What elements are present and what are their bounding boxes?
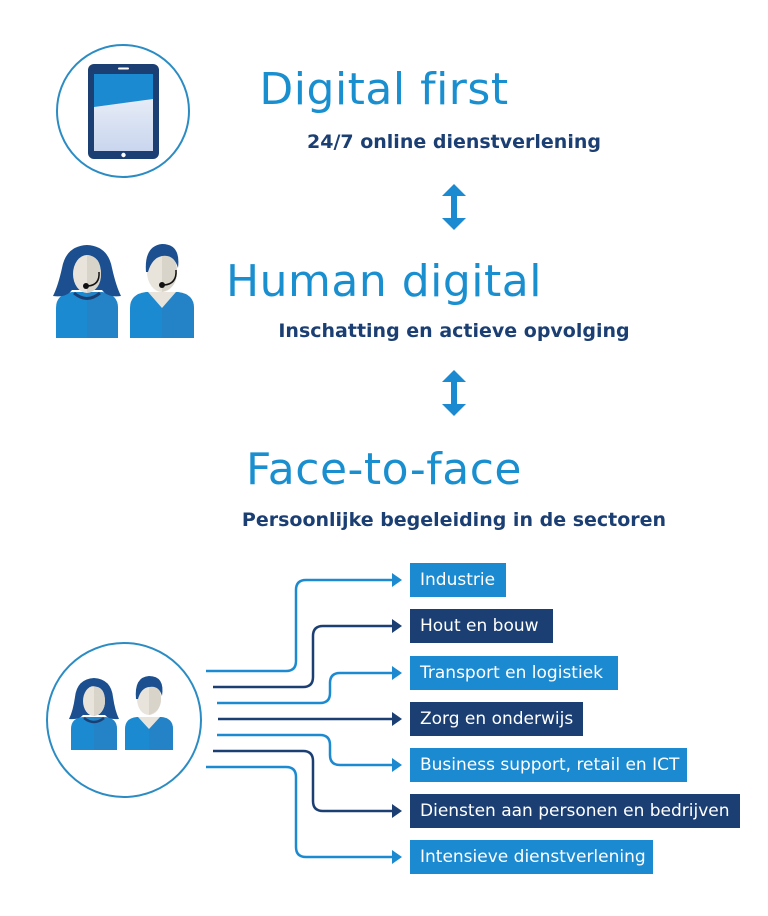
- double-arrow-vertical-icon: [441, 184, 467, 230]
- tier-title-digital-first: Digital first: [259, 64, 509, 115]
- tablet-icon-circle: [55, 43, 191, 179]
- sector-label-industrie: Industrie: [410, 563, 506, 597]
- tier-title-human-digital: Human digital: [226, 256, 542, 307]
- sector-label-business-support: Business support, retail en ICT: [410, 748, 687, 782]
- call-center-agents-icon: [50, 238, 200, 343]
- people-icon-circle: [45, 641, 203, 799]
- tier-subtitle-face-to-face: Persoonlijke begeleiding in de sectoren: [241, 509, 667, 531]
- tier-subtitle-digital-first: 24/7 online dienstverlening: [307, 131, 601, 153]
- sector-label-hout-en-bouw: Hout en bouw: [410, 609, 553, 643]
- people-icon: [46, 642, 202, 798]
- sector-label-intensieve-dienstverlening: Intensieve dienstverlening: [410, 840, 653, 874]
- sector-label-zorg-en-onderwijs: Zorg en onderwijs: [410, 702, 583, 736]
- tier-title-face-to-face: Face-to-face: [246, 444, 522, 495]
- tier-subtitle-human-digital: Inschatting en actieve opvolging: [278, 320, 630, 342]
- sector-label-transport-en-logistiek: Transport en logistiek: [410, 656, 618, 690]
- tablet-icon: [56, 44, 190, 178]
- sector-label-diensten: Diensten aan personen en bedrijven: [410, 794, 740, 828]
- double-arrow-vertical-icon: [441, 370, 467, 416]
